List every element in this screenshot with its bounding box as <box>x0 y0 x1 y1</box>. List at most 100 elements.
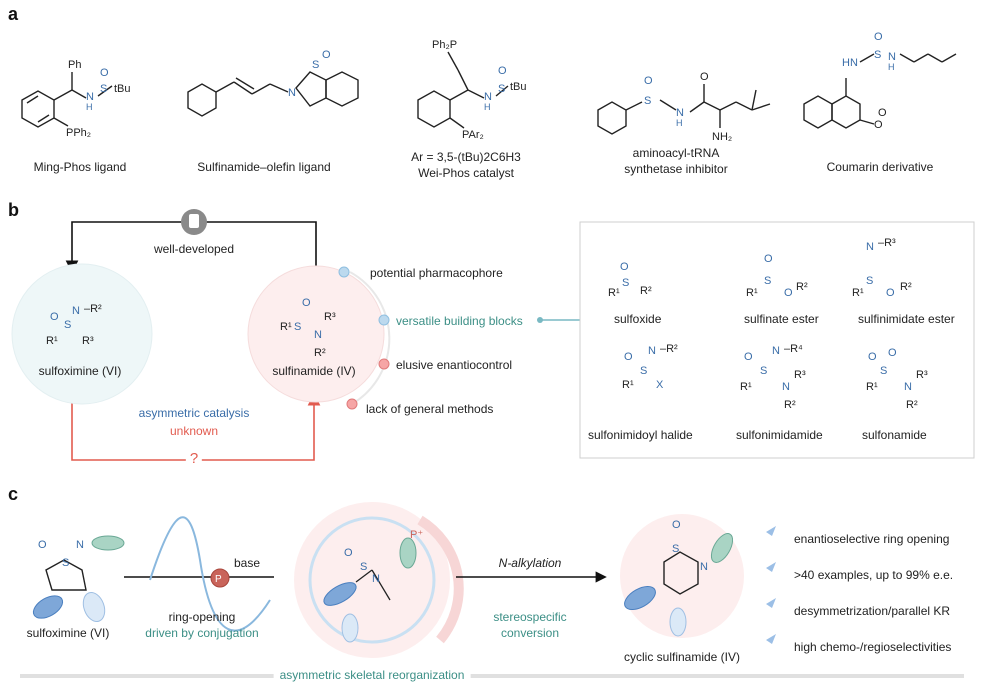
svg-text:N: N <box>866 241 874 253</box>
svg-text:S: S <box>764 275 771 287</box>
energy-curve <box>149 516 271 632</box>
svg-text:S: S <box>866 275 873 287</box>
feature-general-methods: lack of general methods <box>366 402 494 416</box>
svg-text:S: S <box>64 319 71 331</box>
svg-text:–R⁴: –R⁴ <box>784 343 803 355</box>
panel-label-b: b <box>8 200 19 220</box>
svg-text:–R³: –R³ <box>878 237 896 249</box>
svg-text:S: S <box>498 83 505 95</box>
bullet-1: enantioselective ring opening <box>794 532 950 546</box>
svg-text:H: H <box>484 102 491 112</box>
svg-text:O: O <box>700 71 709 83</box>
unknown-label: unknown <box>169 424 219 438</box>
feature-arc <box>349 271 391 405</box>
svg-text:N: N <box>314 329 322 341</box>
svg-text:NH₂: NH₂ <box>712 131 732 143</box>
product-sulfonimidamide: sulfonimidamide <box>736 428 823 442</box>
svg-text:R²: R² <box>640 285 652 297</box>
feature-enantiocontrol: elusive enantiocontrol <box>396 358 513 372</box>
svg-text:O: O <box>38 539 47 551</box>
question-mark: ? <box>185 450 203 467</box>
svg-text:PAr₂: PAr₂ <box>462 129 484 141</box>
svg-text:O: O <box>100 67 109 79</box>
svg-text:O: O <box>784 287 793 299</box>
catalyst-p-icon <box>210 568 230 588</box>
driven-label: driven by conjugation <box>145 626 259 640</box>
svg-text:S: S <box>360 561 367 573</box>
structure-wei-phos <box>417 51 509 129</box>
svg-text:tBu: tBu <box>114 83 131 95</box>
caption-aminoacyl-2: synthetase inhibitor <box>624 162 728 176</box>
svg-text:R¹: R¹ <box>622 379 634 391</box>
svg-text:R¹: R¹ <box>852 287 864 299</box>
svg-text:R²: R² <box>784 399 796 411</box>
structure-sulfinamide-olefin <box>187 71 359 117</box>
svg-text:O: O <box>498 65 507 77</box>
caption-ming-phos: Ming-Phos ligand <box>33 160 127 174</box>
svg-text:Ph: Ph <box>68 59 81 71</box>
svg-text:S: S <box>312 59 319 71</box>
svg-text:S: S <box>640 365 647 377</box>
svg-text:N: N <box>484 91 492 103</box>
svg-text:R²: R² <box>314 347 326 359</box>
svg-text:O: O <box>744 351 753 363</box>
svg-text:N: N <box>76 539 84 551</box>
svg-text:N: N <box>888 51 896 63</box>
cyclic-sulfinamide-label: cyclic sulfinamide (IV) <box>623 650 741 664</box>
beaker-icon <box>181 209 207 235</box>
n-alkylation-label: N-alkylation <box>498 556 562 570</box>
rocket-icons <box>766 526 776 644</box>
structure-ming-phos <box>21 72 113 128</box>
svg-text:H: H <box>888 62 895 72</box>
product-sulfonamide: sulfonamide <box>862 428 927 442</box>
svg-text:X: X <box>656 379 664 391</box>
svg-text:R²: R² <box>900 281 912 293</box>
intermediate: O S N P⁺ <box>323 529 423 643</box>
svg-text:–R²: –R² <box>660 343 678 355</box>
asym-skeletal-label: asymmetric skeletal reorganization <box>273 668 471 682</box>
caption-aminoacyl-1: aminoacyl-tRNA <box>632 146 720 160</box>
caption-wei-phos: Wei-Phos catalyst <box>418 166 514 180</box>
products-box <box>579 221 975 459</box>
svg-text:R²: R² <box>796 281 808 293</box>
svg-text:Ph₂P: Ph₂P <box>432 39 457 51</box>
svg-text:N: N <box>72 305 80 317</box>
svg-text:R³: R³ <box>794 369 806 381</box>
svg-text:R¹: R¹ <box>280 321 292 333</box>
svg-text:H: H <box>86 102 93 112</box>
svg-text:tBu: tBu <box>510 81 527 93</box>
panel-label-a: a <box>8 4 19 24</box>
svg-text:R³: R³ <box>324 311 336 323</box>
c-sulfoximine-label: sulfoximine (VI) <box>26 626 110 640</box>
sulfoximine-circle <box>11 263 153 405</box>
svg-text:O: O <box>50 311 59 323</box>
svg-text:R¹: R¹ <box>46 335 58 347</box>
svg-text:O: O <box>672 519 681 531</box>
ring-opening-label: ring-opening <box>168 610 236 624</box>
svg-text:O: O <box>886 287 895 299</box>
svg-text:H: H <box>676 118 683 128</box>
svg-text:N: N <box>700 561 708 573</box>
svg-text:R¹: R¹ <box>866 381 878 393</box>
svg-text:N: N <box>86 91 94 103</box>
svg-text:N: N <box>288 87 296 99</box>
svg-text:R²: R² <box>906 399 918 411</box>
svg-text:O: O <box>322 49 331 61</box>
svg-text:PPh₂: PPh₂ <box>66 127 91 139</box>
product-cyclic: O S N <box>624 519 734 637</box>
svg-text:S: S <box>874 49 881 61</box>
svg-text:O: O <box>620 261 629 273</box>
panel-label-c: c <box>8 484 19 504</box>
caption-sulfinamide-olefin: Sulfinamide–olefin ligand <box>197 160 331 174</box>
svg-text:R¹: R¹ <box>740 381 752 393</box>
svg-text:N: N <box>772 345 780 357</box>
bullet-3: desymmetrization/parallel KR <box>794 604 951 618</box>
feature-building-blocks: versatile building blocks <box>396 314 523 328</box>
svg-text:O: O <box>874 31 883 43</box>
conversion-label: conversion <box>500 626 560 640</box>
start-sulfoximine: O S N <box>32 535 125 623</box>
asym-catalysis-label: asymmetric catalysis <box>138 406 250 420</box>
structure-aminoacyl <box>597 84 771 135</box>
svg-text:N: N <box>904 381 912 393</box>
svg-text:R¹: R¹ <box>608 287 620 299</box>
